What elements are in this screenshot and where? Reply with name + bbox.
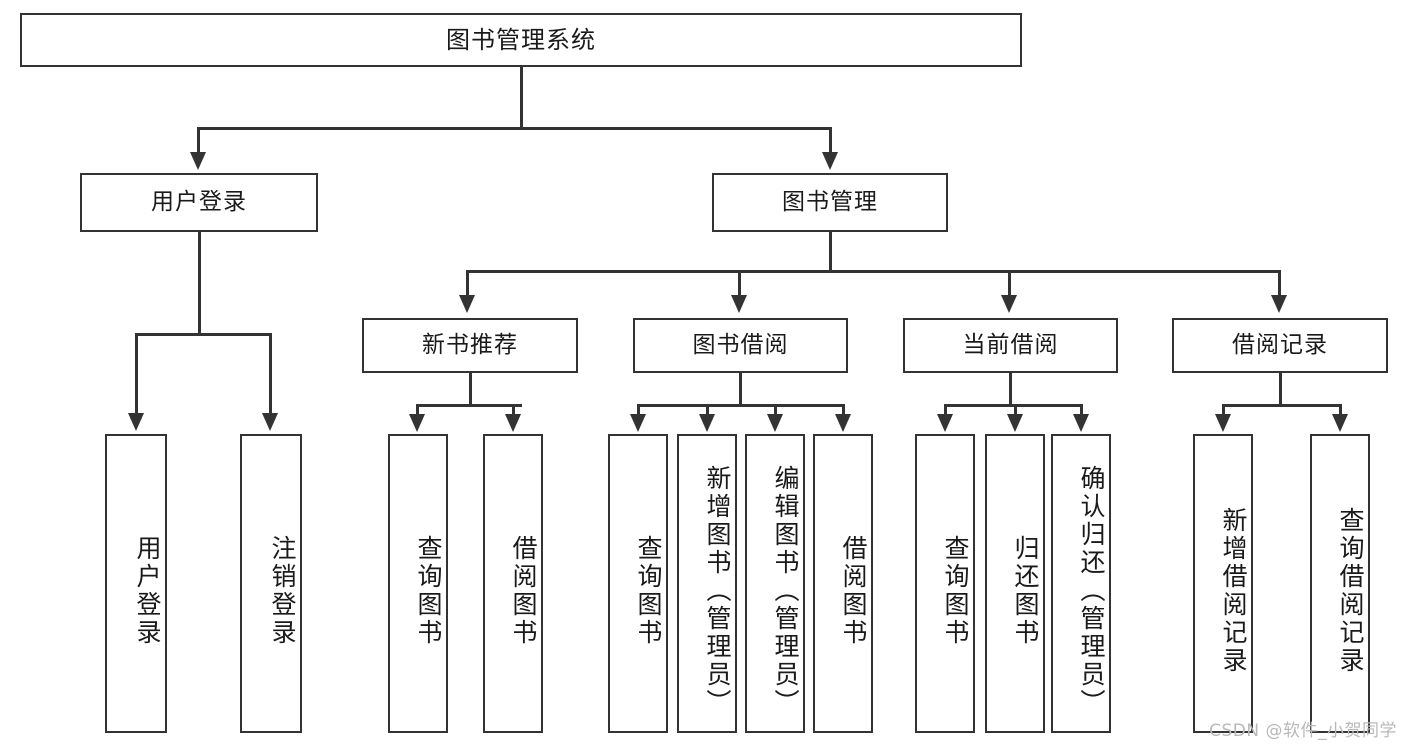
connector-bookmgmt-bar bbox=[466, 270, 1280, 273]
node-label: 新增借阅记录 bbox=[1219, 506, 1248, 675]
leaf-current-return-book[interactable]: 归还图书 bbox=[985, 434, 1045, 733]
node-book-management[interactable]: 图书管理 bbox=[712, 173, 948, 232]
arrow-borrow-leaf1 bbox=[630, 414, 646, 432]
connector-record-bar bbox=[1222, 404, 1341, 407]
arrow-newbook-leaf2 bbox=[505, 414, 521, 432]
connector-userlogin-stem bbox=[198, 232, 201, 335]
connector-borrow-leaf4 bbox=[842, 404, 845, 416]
connector-borrow-leaf3 bbox=[774, 404, 777, 416]
arrow-root-to-userlogin bbox=[190, 152, 206, 170]
connector-record-leaf1 bbox=[1222, 404, 1225, 416]
node-label: 编辑图书（管理员） bbox=[771, 464, 800, 717]
node-root-system[interactable]: 图书管理系统 bbox=[20, 13, 1022, 67]
connector-bookmgmt-stem bbox=[829, 232, 832, 272]
node-label: 确认归还（管理员） bbox=[1077, 464, 1106, 717]
node-label: 查询图书 bbox=[941, 534, 970, 647]
connector-borrow-leaf1 bbox=[637, 404, 640, 416]
connector-root-bar bbox=[197, 127, 832, 130]
arrow-borrow-leaf3 bbox=[767, 414, 783, 432]
leaf-record-add-record[interactable]: 新增借阅记录 bbox=[1193, 434, 1253, 733]
connector-borrow-bar bbox=[637, 404, 845, 407]
connector-bookmgmt-to-record bbox=[1278, 270, 1281, 296]
connector-bookmgmt-to-newbook bbox=[466, 270, 469, 296]
leaf-current-query-book[interactable]: 查询图书 bbox=[915, 434, 975, 733]
connector-borrow-leaf2 bbox=[706, 404, 709, 416]
connector-userlogin-leaf1 bbox=[135, 333, 138, 415]
arrow-current-leaf1 bbox=[937, 414, 953, 432]
node-label: 用户登录 bbox=[133, 534, 162, 647]
arrow-newbook-leaf1 bbox=[409, 414, 425, 432]
node-book-borrow[interactable]: 图书借阅 bbox=[633, 318, 848, 373]
connector-borrow-stem bbox=[739, 373, 742, 406]
connector-userlogin-leaf2 bbox=[269, 333, 272, 415]
leaf-record-query-record[interactable]: 查询借阅记录 bbox=[1310, 434, 1370, 733]
arrow-record-leaf1 bbox=[1215, 414, 1231, 432]
node-label: 新增图书（管理员） bbox=[703, 464, 732, 717]
leaf-user-login[interactable]: 用户登录 bbox=[105, 434, 167, 733]
node-label: 借阅记录 bbox=[1232, 331, 1328, 358]
leaf-logout[interactable]: 注销登录 bbox=[240, 434, 302, 733]
leaf-newbook-query-book[interactable]: 查询图书 bbox=[388, 434, 448, 733]
node-label: 用户登录 bbox=[151, 188, 247, 215]
connector-newbook-leaf1 bbox=[416, 404, 419, 416]
connector-newbook-leaf2 bbox=[512, 404, 515, 416]
connector-current-bar bbox=[944, 404, 1081, 407]
connector-root-stem bbox=[520, 67, 523, 129]
arrow-userlogin-leaf2 bbox=[262, 413, 278, 431]
connector-root-to-bookmgmt bbox=[829, 127, 832, 153]
arrow-borrow-leaf2 bbox=[699, 414, 715, 432]
node-label: 图书管理 bbox=[782, 188, 878, 215]
leaf-borrow-borrow-book[interactable]: 借阅图书 bbox=[813, 434, 873, 733]
arrow-userlogin-leaf1 bbox=[128, 413, 144, 431]
arrow-bookmgmt-to-current bbox=[1001, 295, 1017, 313]
node-label: 查询借阅记录 bbox=[1336, 506, 1365, 675]
leaf-borrow-query-book[interactable]: 查询图书 bbox=[608, 434, 668, 733]
arrow-record-leaf2 bbox=[1332, 414, 1348, 432]
node-current-borrow[interactable]: 当前借阅 bbox=[903, 318, 1118, 373]
connector-record-stem bbox=[1279, 373, 1282, 406]
connector-current-leaf1 bbox=[944, 404, 947, 416]
node-label: 查询图书 bbox=[634, 534, 663, 647]
connector-current-leaf3 bbox=[1080, 404, 1083, 416]
node-label: 当前借阅 bbox=[962, 331, 1059, 358]
node-label: 图书借阅 bbox=[692, 331, 789, 358]
arrow-bookmgmt-to-borrow bbox=[731, 295, 747, 313]
node-label: 借阅图书 bbox=[509, 534, 538, 647]
node-new-book-recommend[interactable]: 新书推荐 bbox=[362, 318, 578, 373]
node-label: 注销登录 bbox=[268, 534, 297, 647]
connector-bookmgmt-to-current bbox=[1008, 270, 1011, 296]
connector-newbook-bar bbox=[416, 404, 522, 407]
watermark-text: CSDN @软件_小贺同学 bbox=[1209, 721, 1397, 741]
node-label: 查询图书 bbox=[414, 534, 443, 647]
arrow-bookmgmt-to-record bbox=[1271, 295, 1287, 313]
connector-newbook-stem bbox=[469, 373, 472, 406]
node-label: 新书推荐 bbox=[422, 331, 518, 358]
arrow-borrow-leaf4 bbox=[835, 414, 851, 432]
node-label: 归还图书 bbox=[1011, 534, 1040, 647]
connector-current-leaf2 bbox=[1014, 404, 1017, 416]
node-label: 图书管理系统 bbox=[446, 25, 596, 54]
connector-userlogin-bar bbox=[135, 333, 271, 336]
arrow-current-leaf2 bbox=[1007, 414, 1023, 432]
arrow-current-leaf3 bbox=[1073, 414, 1089, 432]
connector-root-to-userlogin bbox=[197, 127, 200, 153]
connector-record-leaf2 bbox=[1339, 404, 1342, 416]
leaf-newbook-borrow-book[interactable]: 借阅图书 bbox=[483, 434, 543, 733]
connector-bookmgmt-to-borrow bbox=[738, 270, 741, 296]
leaf-current-confirm-return[interactable]: 确认归还（管理员） bbox=[1051, 434, 1111, 733]
node-label: 借阅图书 bbox=[839, 534, 868, 647]
arrow-bookmgmt-to-newbook bbox=[459, 295, 475, 313]
arrow-root-to-bookmgmt bbox=[822, 152, 838, 170]
leaf-borrow-edit-book[interactable]: 编辑图书（管理员） bbox=[745, 434, 805, 733]
connector-current-stem bbox=[1009, 373, 1012, 406]
node-borrow-record[interactable]: 借阅记录 bbox=[1172, 318, 1388, 373]
node-user-login[interactable]: 用户登录 bbox=[80, 173, 318, 232]
leaf-borrow-add-book[interactable]: 新增图书（管理员） bbox=[677, 434, 737, 733]
